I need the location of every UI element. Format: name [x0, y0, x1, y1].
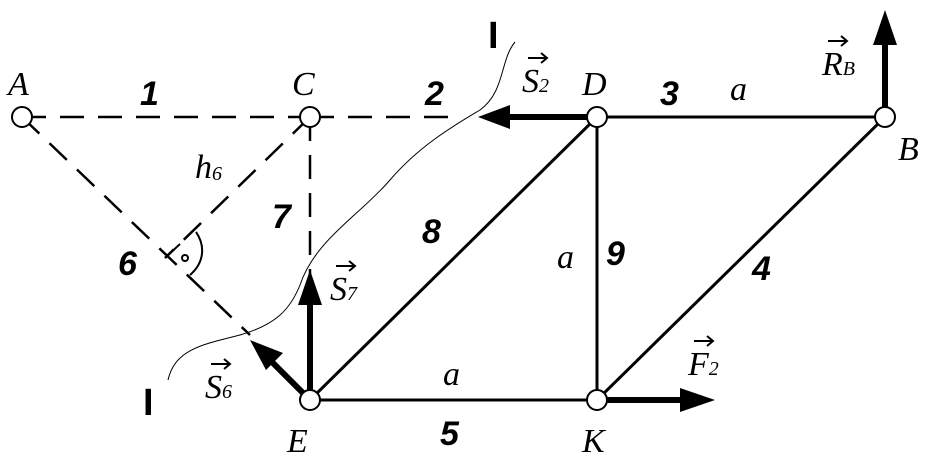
svg-text:F2: F2 — [687, 346, 719, 383]
label-member-2: 2 — [424, 75, 444, 113]
member-6 — [21, 116, 251, 336]
label-s6: S6 — [205, 358, 232, 406]
label-member-1: 1 — [140, 75, 159, 113]
dimension-a-bottom: a — [443, 356, 460, 393]
label-h6: h6 — [195, 149, 222, 186]
dimension-a-vertical: a — [557, 239, 574, 276]
node-D — [586, 106, 608, 128]
dimension-a-top: a — [730, 71, 747, 108]
svg-text:S6: S6 — [205, 369, 232, 406]
right-angle-mark — [164, 231, 204, 276]
label-member-9: 9 — [606, 235, 625, 273]
height-h6-line — [164, 116, 311, 259]
label-f2: F2 — [687, 335, 719, 383]
node-A — [11, 106, 33, 128]
label-rb: RB — [821, 35, 855, 83]
label-node-A: A — [6, 66, 29, 103]
label-member-3: 3 — [660, 75, 679, 113]
force-s6-arrow — [250, 340, 313, 403]
label-member-6: 6 — [118, 245, 138, 283]
svg-text:S2: S2 — [522, 63, 549, 100]
label-node-D: D — [581, 66, 607, 103]
label-member-7: 7 — [272, 198, 293, 236]
right-angle-dot — [181, 254, 189, 262]
svg-text:S7: S7 — [330, 271, 358, 308]
force-s2-arrow — [478, 105, 597, 129]
node-C — [299, 106, 321, 128]
node-B — [874, 106, 896, 128]
label-node-C: C — [292, 66, 315, 103]
section-label-top: I — [488, 15, 499, 57]
label-member-5: 5 — [440, 415, 460, 453]
label-node-E: E — [286, 423, 308, 460]
member-4 — [595, 115, 887, 402]
section-cut-curve — [167, 41, 516, 381]
label-s2: S2 — [522, 52, 549, 100]
svg-text:RB: RB — [821, 46, 855, 83]
force-f2-arrow — [597, 388, 715, 412]
force-rb-arrow — [873, 10, 897, 117]
label-s7: S7 — [330, 260, 358, 308]
section-label-bottom: I — [143, 382, 154, 424]
label-node-K: K — [581, 423, 607, 460]
label-member-8: 8 — [422, 213, 441, 251]
node-K — [586, 389, 608, 411]
member-8 — [308, 115, 599, 402]
label-member-4: 4 — [751, 250, 771, 288]
node-E — [299, 389, 321, 411]
force-s7-arrow — [298, 270, 322, 400]
label-node-B: B — [898, 131, 919, 168]
